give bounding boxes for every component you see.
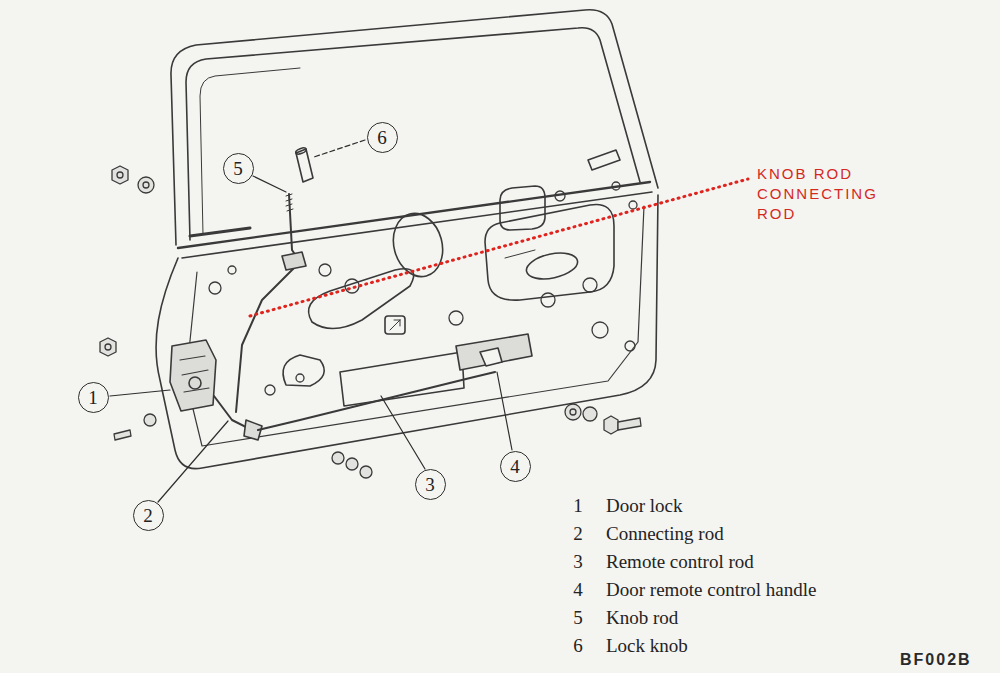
access-hole <box>500 186 545 230</box>
callout-number: 5 <box>233 159 243 178</box>
callout-number: 1 <box>88 388 98 407</box>
knob-rod-thread <box>286 194 293 211</box>
belt-line <box>178 182 650 248</box>
glass-run <box>200 68 300 234</box>
callout-circle: 1 <box>78 382 109 413</box>
legend-number: 2 <box>566 522 590 546</box>
door-lock <box>170 340 216 411</box>
legend-number: 1 <box>566 494 590 518</box>
handle-recess <box>524 249 580 283</box>
inner-panel <box>186 206 644 446</box>
figure-code: BF002B <box>900 648 972 672</box>
lock-knob-top <box>295 147 307 155</box>
mirror-bracket <box>588 150 620 170</box>
part-name: Connecting rod <box>606 522 724 546</box>
door-lock-detail <box>180 356 209 392</box>
remote-control-rod <box>258 372 495 430</box>
belt-strip <box>190 228 250 236</box>
part-name: Remote control rod <box>606 550 754 574</box>
callout-number: 6 <box>377 128 387 147</box>
handle-lever <box>480 348 502 366</box>
window-frame <box>171 10 658 245</box>
annotation-pointer <box>250 179 748 316</box>
legend-number: 5 <box>566 606 590 630</box>
callout-circle: 6 <box>367 122 398 153</box>
lower-slot <box>283 355 324 386</box>
remote-control-handle <box>456 334 532 370</box>
part-name: Door lock <box>606 494 683 518</box>
rod-clip <box>282 252 306 270</box>
legend-number: 6 <box>566 634 590 658</box>
legend-number: 3 <box>566 550 590 574</box>
panel-arrow <box>390 320 400 330</box>
callout-number: 4 <box>510 457 520 476</box>
door-shell <box>156 195 658 469</box>
part-name: Knob rod <box>606 606 678 630</box>
callout-circle: 5 <box>223 153 254 184</box>
fasteners <box>100 166 641 478</box>
handle-opening <box>485 204 614 300</box>
lower-opening <box>340 352 464 406</box>
annotation-text: KNOB ROD CONNECTING ROD <box>757 164 907 224</box>
door-lock-striker <box>189 377 201 389</box>
leader-lines <box>110 140 512 502</box>
knob-rod <box>236 194 300 412</box>
callout-circle: 3 <box>415 469 446 500</box>
upper-slot <box>505 250 535 258</box>
callout-circle: 2 <box>133 500 164 531</box>
part-name: Lock knob <box>606 634 688 658</box>
part-name: Door remote control handle <box>606 578 817 602</box>
callout-number: 3 <box>425 475 435 494</box>
callout-number: 2 <box>143 506 153 525</box>
callout-circle: 4 <box>500 451 531 482</box>
panel-square <box>385 316 405 334</box>
legend-number: 4 <box>566 578 590 602</box>
